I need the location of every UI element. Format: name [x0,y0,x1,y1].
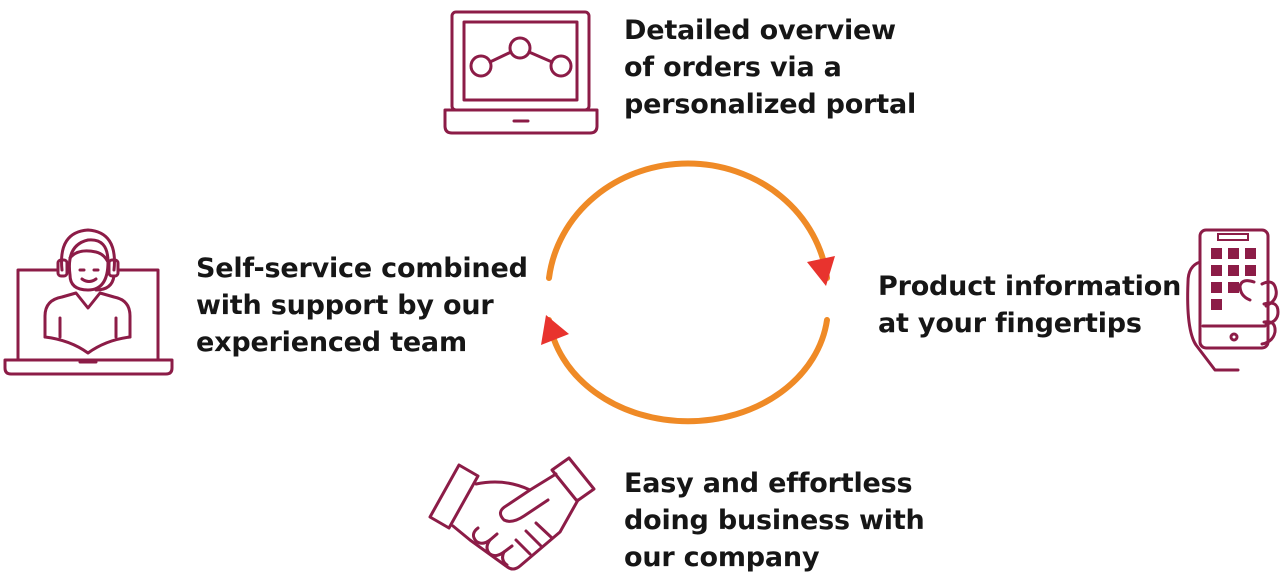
caption-line: doing business with [624,505,925,536]
cycle-arc-upper [546,160,830,281]
cycle-arrows [541,160,835,425]
cycle-arc-lower [546,317,830,425]
caption-line: personalized portal [624,89,917,120]
caption-self-service-support: Self-service combined with support by ou… [196,250,528,361]
caption-line: with support by our [196,290,494,321]
caption-line: our company [624,542,820,573]
handshake-icon [428,456,596,571]
caption-line: experienced team [196,327,467,358]
caption-product-information: Product information at your fingertips [878,268,1181,342]
cycle-arrowhead-left [541,315,569,345]
cycle-arrowhead-right [807,256,835,286]
caption-easy-business: Easy and effortless doing business with … [624,465,925,576]
caption-line: Easy and effortless [624,468,913,499]
caption-line: Product information [878,271,1182,302]
caption-line: of orders via a [624,52,842,83]
caption-line: at your fingertips [878,308,1142,339]
support-agent-laptop-icon [3,228,174,376]
smartphone-hand-icon [1186,228,1280,372]
caption-line: Detailed overview [624,15,896,46]
caption-portal-overview: Detailed overview of orders via a person… [624,12,916,123]
caption-line: Self-service combined [196,253,528,284]
laptop-chart-icon [443,10,599,135]
